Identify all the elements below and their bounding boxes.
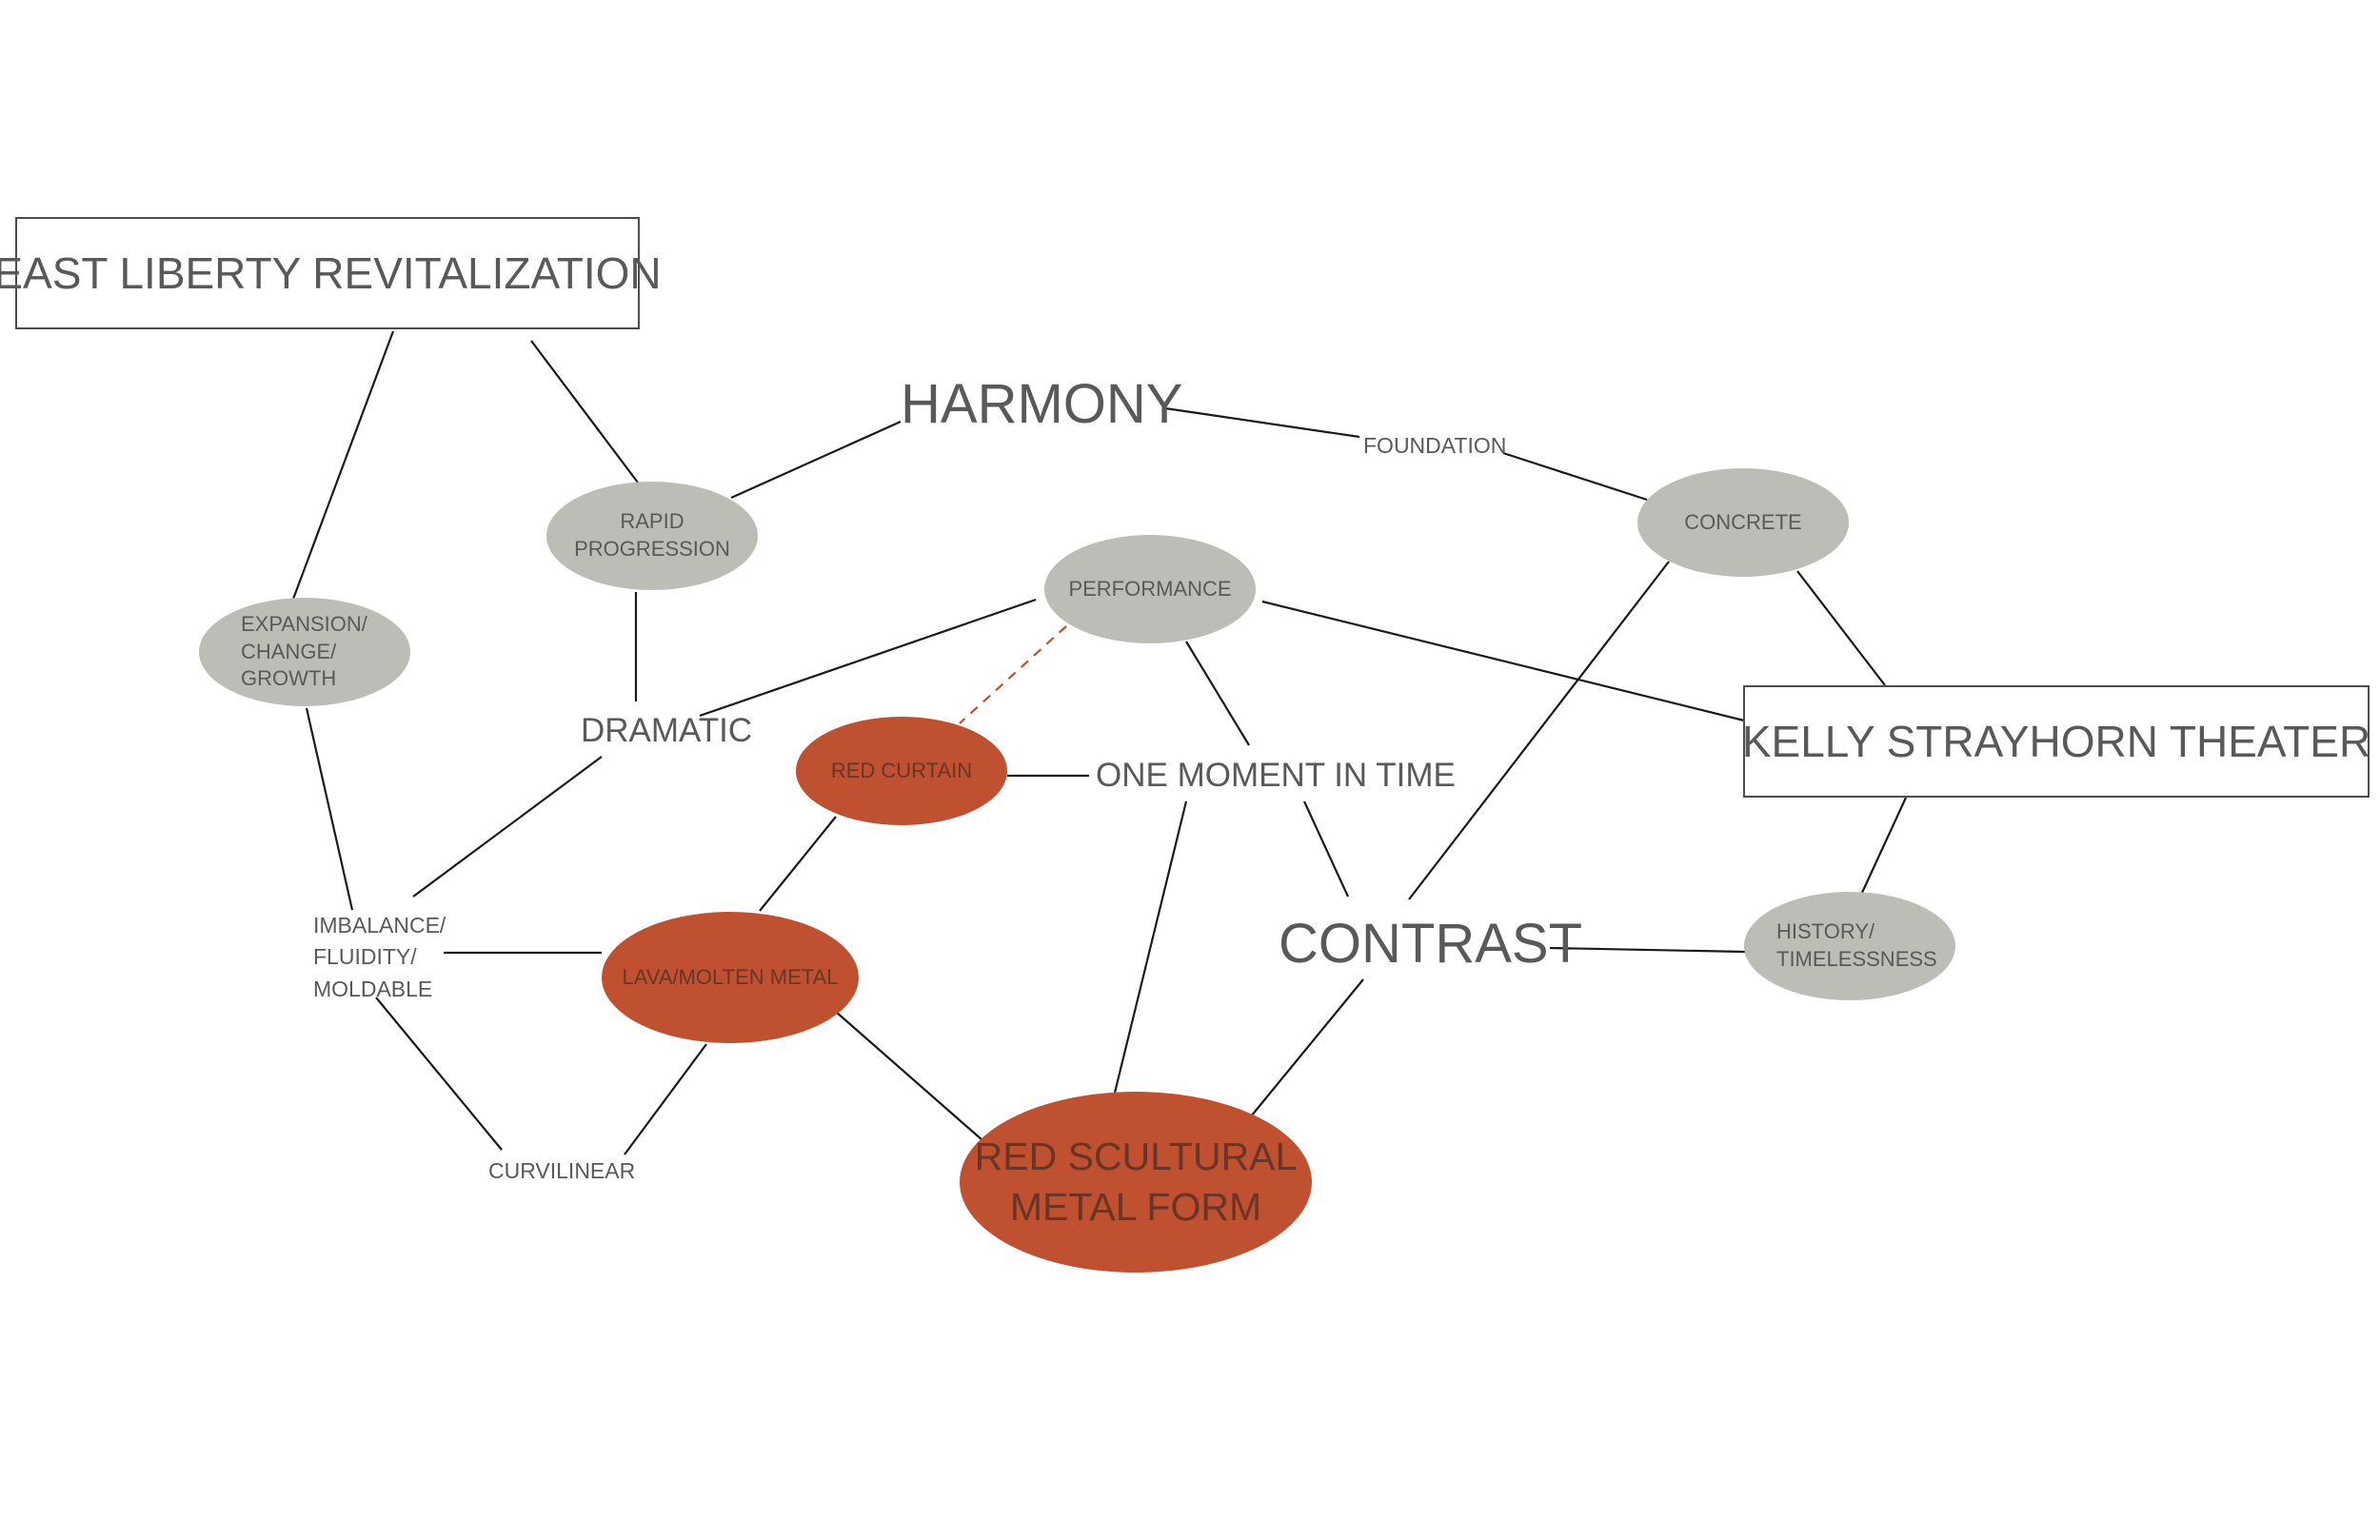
foundation-label: FOUNDATION (1363, 433, 1507, 458)
concrete-label: CONCRETE (1684, 509, 1802, 534)
rapid-progression-label: RAPID PROGRESSION (574, 509, 730, 561)
edge-eastliberty-rapid (530, 340, 639, 484)
expansion-line-1: EXPANSION/ (241, 612, 367, 637)
expansion-text: EXPANSION/ CHANGE/ GROWTH (241, 611, 367, 693)
edge-concrete-contrast (1408, 561, 1670, 900)
history-line-2: TIMELESSNESS (1776, 947, 1937, 971)
expansion-line-2: CHANGE/ (241, 639, 337, 663)
rapid-progression-node: RAPID PROGRESSION (546, 482, 758, 590)
lava-label: LAVA/MOLTEN METAL (622, 964, 839, 989)
edge-harmony-foundation (1164, 406, 1360, 439)
edge-performance-onemoment (1185, 641, 1250, 746)
contrast-label: CONTRAST (1279, 913, 1582, 975)
expansion-line-3: GROWTH (241, 666, 337, 691)
imbalance-label: IMBALANCE/ FLUIDITY/ MOLDABLE (313, 910, 446, 1005)
performance-node: PERFORMANCE (1044, 535, 1256, 643)
red-curtain-label: RED CURTAIN (830, 758, 973, 782)
edge-performance-redcurtain-dashed (959, 625, 1067, 724)
edge-curvilinear-lava (624, 1043, 707, 1155)
history-line-1: HISTORY/ (1776, 919, 1875, 944)
edge-performance-kelly (1261, 600, 1745, 722)
edge-rapid-harmony (730, 420, 902, 500)
one-moment-label: ONE MOMENT IN TIME (1096, 757, 1456, 794)
concrete-node: CONCRETE (1637, 468, 1849, 577)
red-form-line-1: RED SCULTURAL (974, 1134, 1298, 1178)
edge-lava-redcurtain (759, 816, 837, 912)
dramatic-label: DRAMATIC (581, 712, 753, 749)
imbalance-line-3: MOLDABLE (313, 976, 433, 1001)
history-node: HISTORY/ TIMELESSNESS (1744, 892, 1955, 1000)
edge-lava-redform (835, 1011, 983, 1141)
edge-onemoment-redform (1113, 800, 1188, 1094)
edge-imbalance-curvilinear (375, 997, 503, 1151)
imbalance-line-2: FLUIDITY/ (313, 944, 417, 970)
red-form-line-2: METAL FORM (1009, 1185, 1262, 1229)
edge-expansion-imbalance (305, 707, 354, 911)
performance-label: PERFORMANCE (1068, 576, 1232, 601)
kelly-strayhorn-label: KELLY STRAYHORN THEATER (1741, 717, 2371, 766)
edge-concrete-kelly (1796, 570, 1886, 686)
red-form-text: RED SCULTURAL METAL FORM (975, 1132, 1298, 1234)
edge-kelly-history (1860, 797, 1907, 896)
edge-foundation-concrete (1502, 451, 1648, 502)
edge-dramatic-imbalance (412, 756, 603, 898)
red-form-node: RED SCULTURAL METAL FORM (960, 1092, 1312, 1273)
curvilinear-label: CURVILINEAR (488, 1158, 636, 1183)
lava-node: LAVA/MOLTEN METAL (602, 912, 859, 1043)
harmony-label: HARMONY (901, 373, 1183, 435)
edge-eastliberty-expansion (290, 330, 395, 602)
edge-onemoment-contrast (1303, 800, 1349, 898)
edge-contrast-history (1549, 946, 1747, 954)
edge-contrast-redform (1250, 978, 1364, 1117)
imbalance-line-1: IMBALANCE/ (313, 913, 446, 938)
history-text: HISTORY/ TIMELESSNESS (1776, 918, 1937, 973)
east-liberty-box: EAST LIBERTY REVITALIZATION (0, 217, 662, 329)
expansion-node: EXPANSION/ CHANGE/ GROWTH (199, 598, 410, 706)
red-curtain-node: RED CURTAIN (796, 717, 1007, 825)
edge-performance-dramatic (699, 598, 1037, 718)
kelly-strayhorn-box: KELLY STRAYHORN THEATER (1741, 685, 2371, 798)
east-liberty-label: EAST LIBERTY REVITALIZATION (0, 248, 662, 298)
